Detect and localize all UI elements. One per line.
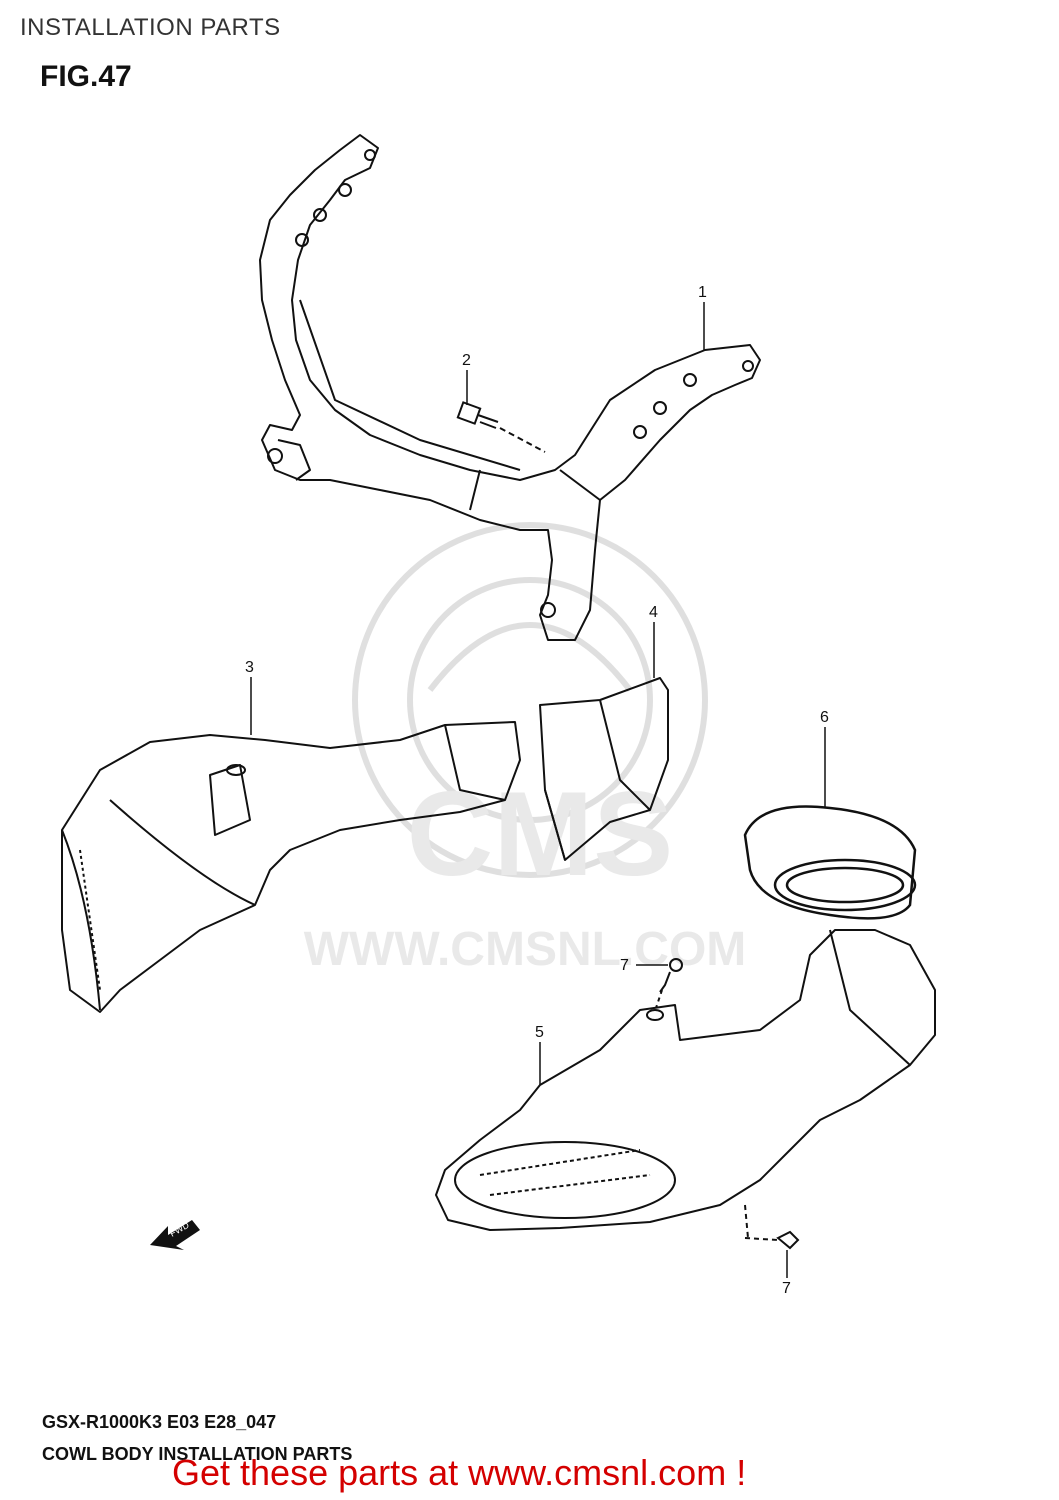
callout-leader-lines	[250, 302, 826, 1278]
callout-6: 6	[820, 709, 829, 726]
forward-direction-arrow: FWD	[150, 1220, 200, 1250]
part-6-intake-ring	[743, 805, 917, 920]
part-2-bolt	[456, 401, 546, 453]
cms-watermark: CMS WWW.CMSNL.COM	[304, 522, 747, 976]
callout-2: 2	[462, 352, 471, 369]
part-3-left-air-duct	[61, 721, 521, 1013]
callout-5: 5	[535, 1024, 544, 1041]
diagram-name: COWL BODY INSTALLATION PARTS	[42, 1444, 353, 1464]
figure-number: FIG.47	[40, 60, 132, 93]
part-1-cowling-bracket	[259, 134, 761, 641]
part-7-clip-lower	[744, 1204, 800, 1250]
part-5-right-air-duct	[435, 929, 936, 1231]
callout-7-upper: 7	[620, 957, 629, 974]
watermark-url-text: WWW.CMSNL.COM	[304, 923, 747, 976]
callout-4: 4	[649, 604, 658, 621]
callout-7-lower: 7	[782, 1280, 791, 1297]
promo-link[interactable]: Get these parts at www.cmsnl.com !	[172, 1452, 747, 1493]
page-title: INSTALLATION PARTS	[20, 14, 281, 41]
part-7-clip-upper	[655, 958, 683, 1009]
watermark-logo-text: CMS	[407, 767, 674, 901]
part-4-seal	[539, 677, 669, 861]
callout-1: 1	[698, 284, 707, 301]
callout-3: 3	[245, 659, 254, 676]
model-code: GSX-R1000K3 E03 E28_047	[42, 1412, 277, 1432]
